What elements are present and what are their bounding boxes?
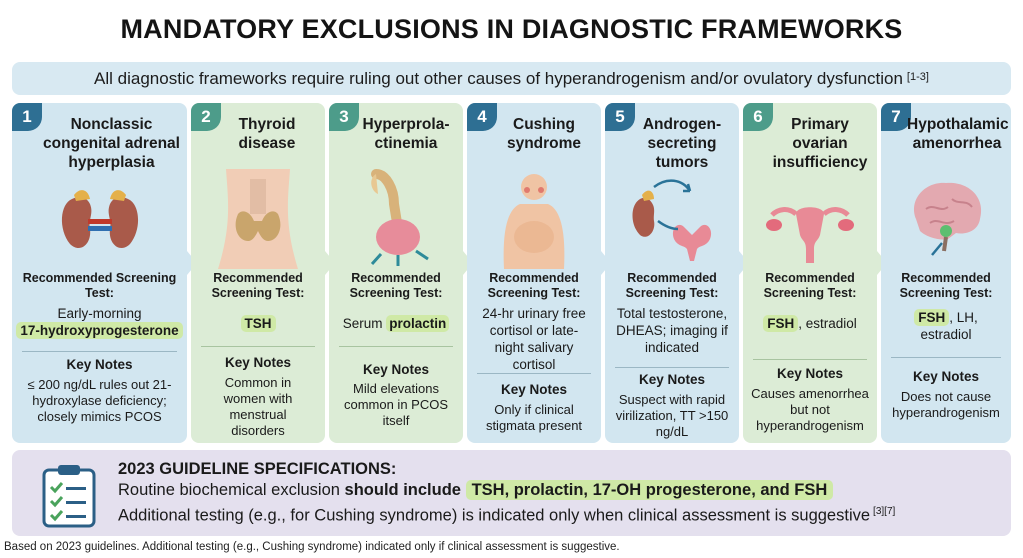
uterus-ovaries-icon	[743, 169, 877, 269]
key-notes-label: Key Notes	[776, 366, 844, 381]
column-number: 5	[605, 103, 635, 131]
key-notes-label: Key Notes	[500, 382, 568, 397]
column-number: 3	[329, 103, 359, 131]
screening-test-highlight: 17-hydroxyprogesterone	[16, 322, 183, 339]
screening-test-label: Recommended Screening Test:	[899, 271, 993, 300]
column-number: 1	[12, 103, 42, 131]
key-notes-label: Key Notes	[912, 369, 980, 384]
checklist-clipboard-icon	[36, 462, 102, 528]
column-androgen-secreting-tumors: 5 Androgen-secreting tumors Recommended …	[605, 103, 749, 443]
exclusion-columns: 1 Nonclassic congenital adrenal hyperpla…	[12, 103, 1011, 443]
screening-test-highlight: TSH	[240, 315, 276, 332]
screening-test-label: Recommended Screening Test:	[349, 271, 443, 300]
subtitle-text: All diagnostic frameworks require ruling…	[94, 68, 903, 88]
screening-test-value: 24-hr urinary free cortisol or late-nigh…	[482, 306, 586, 372]
key-notes-label: Key Notes	[362, 362, 430, 377]
pituitary-gland-icon	[329, 169, 463, 269]
column-title: Hypothalamic amenorrhea	[907, 116, 1009, 152]
thyroid-neck-icon	[191, 169, 325, 269]
key-notes-label: Key Notes	[224, 355, 292, 370]
column-title: Nonclassic congenital adrenal hyperplasi…	[43, 116, 180, 171]
page-title: MANDATORY EXCLUSIONS IN DIAGNOSTIC FRAME…	[120, 14, 903, 44]
screening-test-value: Early-morning 17-hydroxyprogesterone	[16, 305, 183, 339]
key-notes-label: Key Notes	[66, 357, 133, 372]
brain-hypothalamus-icon	[881, 169, 1011, 269]
guideline-highlight: TSH, prolactin, 17-OH progesterone, and …	[465, 480, 834, 500]
column-cushing-syndrome: 4 Cushing syndrome Recommended Screening…	[467, 103, 611, 443]
screening-test-value: FSH, estradiol	[747, 315, 873, 332]
key-notes-text: Common in women with menstrual disorders	[223, 375, 293, 438]
column-title: Thyroid disease	[238, 116, 296, 152]
guideline-line-2: Additional testing (e.g., for Cushing sy…	[118, 506, 896, 525]
screening-test-value: FSH, LH, estradiol	[905, 309, 987, 343]
column-number: 6	[743, 103, 773, 131]
column-number: 7	[881, 103, 911, 131]
adrenal-ovary-icon	[605, 169, 739, 269]
screening-test-value: Total testosterone, DHEAS; imaging if in…	[616, 306, 728, 355]
guideline-line-1: Routine biochemical exclusion should inc…	[118, 480, 834, 500]
screening-test-label: Recommended Screening Test:	[625, 271, 719, 300]
column-title: Cushing syndrome	[506, 116, 582, 152]
screening-test-value: TSH	[195, 315, 321, 332]
body-figure-icon	[467, 169, 601, 269]
screening-test-value: Serum prolactin	[333, 315, 459, 332]
key-notes-text: Suspect with rapid virilization, TT >150…	[615, 392, 729, 439]
screening-test-label: Recommended Screening Test:	[487, 271, 581, 300]
screening-test-label: Recommended Screening Test:	[211, 271, 305, 300]
adrenal-kidneys-icon	[12, 169, 187, 269]
guideline-title: 2023 GUIDELINE SPECIFICATIONS:	[118, 460, 397, 478]
screening-test-label: Recommended Screening Test:	[22, 271, 177, 300]
column-title: Hyperprola-ctinemia	[362, 116, 450, 152]
column-nonclassic-cah: 1 Nonclassic congenital adrenal hyperpla…	[12, 103, 197, 443]
column-hyperprolactinemia: 3 Hyperprola-ctinemia Recommended Screen…	[329, 103, 473, 443]
screening-test-highlight: FSH	[914, 309, 950, 326]
guideline-panel: 2023 GUIDELINE SPECIFICATIONS: Routine b…	[12, 450, 1011, 536]
footnote: Based on 2023 guidelines. Additional tes…	[4, 541, 620, 553]
screening-test-highlight: prolactin	[386, 315, 450, 332]
column-title: Androgen-secreting tumors	[642, 116, 722, 171]
key-notes-text: Only if clinical stigmata present	[485, 402, 583, 433]
column-hypothalamic-amenorrhea: 7 Hypothalamic amenorrhea Recommended Sc…	[881, 103, 1011, 443]
column-thyroid-disease: 2 Thyroid disease Recommended Screening …	[191, 103, 335, 443]
column-primary-ovarian-insufficiency: 6 Primary ovarian insufficiency Recommen…	[743, 103, 887, 443]
column-number: 4	[467, 103, 497, 131]
guideline-reference: [3][7]	[873, 506, 896, 517]
screening-test-label: Recommended Screening Test:	[763, 271, 857, 300]
key-notes-text: Causes amenorrhea but not hyperandrogeni…	[751, 386, 869, 433]
subtitle-reference: [1-3]	[906, 70, 929, 83]
subtitle-banner: All diagnostic frameworks require ruling…	[12, 62, 1011, 95]
column-number: 2	[191, 103, 221, 131]
key-notes-text: Does not cause hyperandrogenism	[892, 389, 1000, 420]
key-notes-text: Mild elevations common in PCOS itself	[343, 381, 449, 428]
key-notes-label: Key Notes	[638, 372, 706, 387]
screening-test-highlight: FSH	[763, 315, 799, 332]
key-notes-text: ≤ 200 ng/dL rules out 21-hydroxylase def…	[27, 377, 172, 424]
column-title: Primary ovarian insufficiency	[772, 116, 868, 171]
